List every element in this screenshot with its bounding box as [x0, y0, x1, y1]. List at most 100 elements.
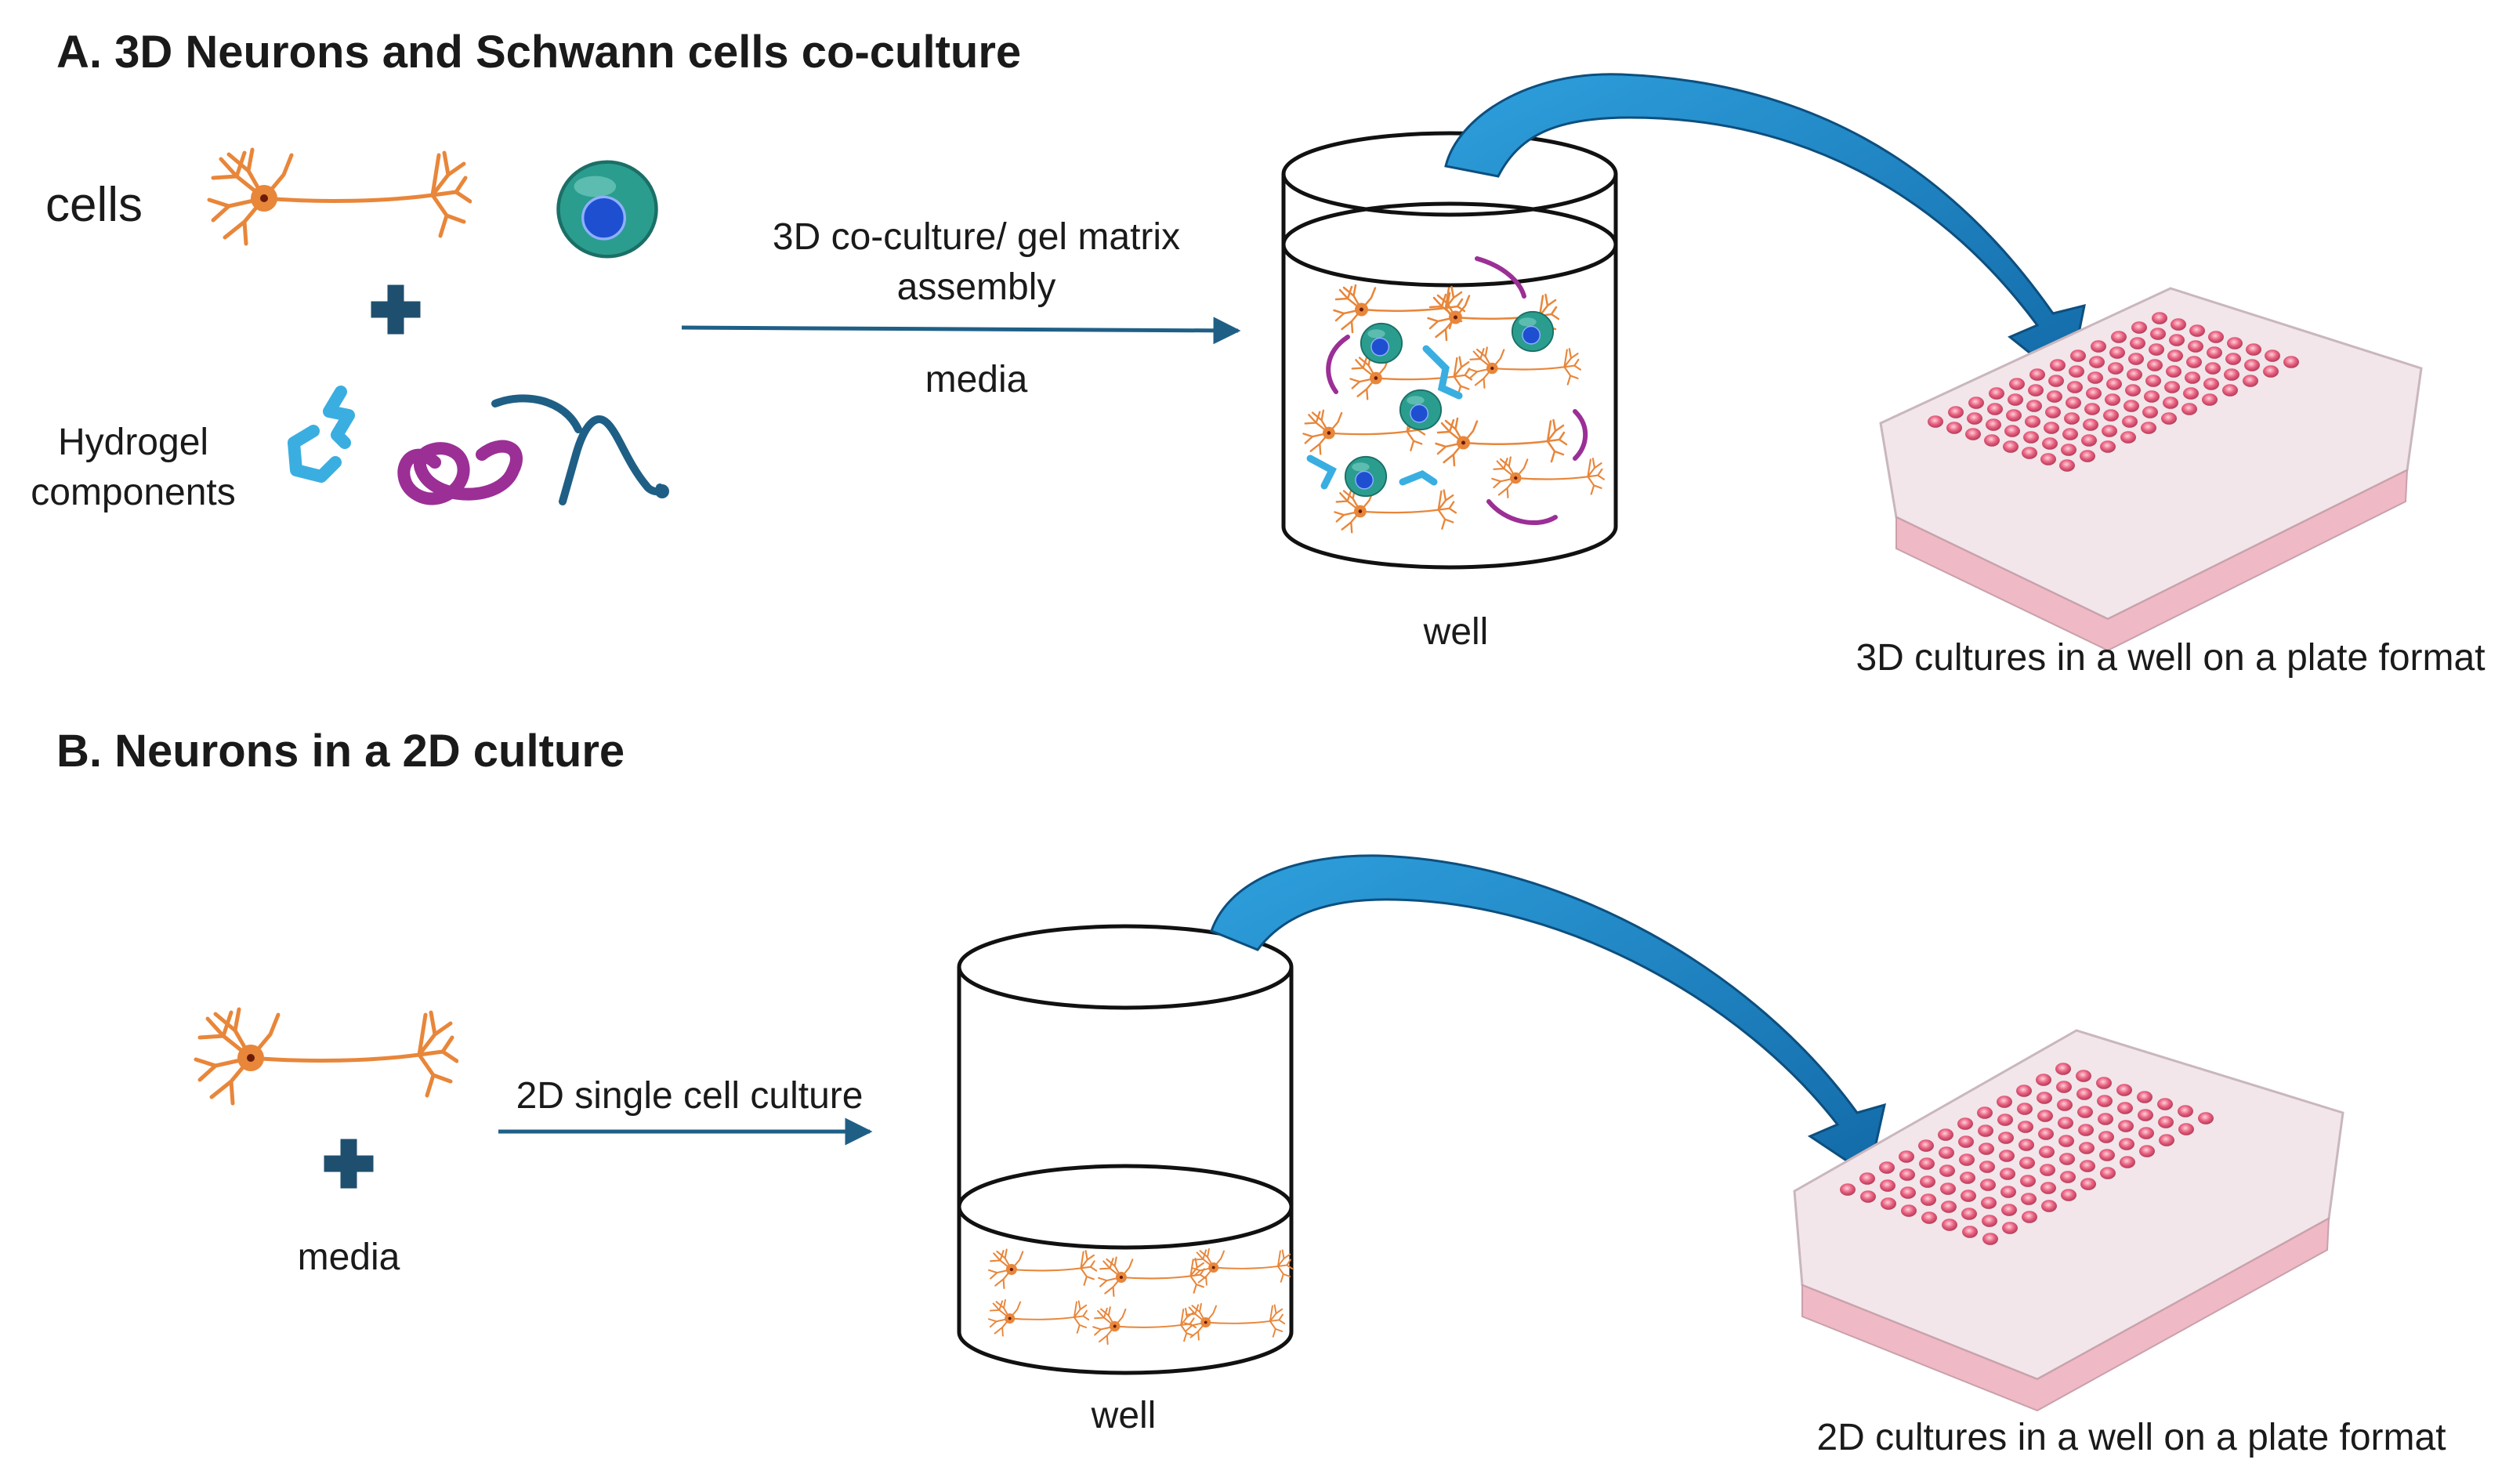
plate-well — [2103, 409, 2119, 422]
plate-well — [2116, 1084, 2132, 1096]
plate-well — [2157, 1098, 2173, 1110]
plate-well — [2038, 1128, 2054, 1140]
hydrogel-label-line1: Hydrogel — [58, 422, 208, 463]
plate-well — [2100, 1167, 2116, 1179]
plate-well — [2139, 1145, 2155, 1157]
plate-well — [1981, 1197, 1997, 1209]
well-contents-2d — [987, 1248, 1293, 1345]
plate-well — [2047, 390, 2062, 403]
plate-well — [2004, 425, 2020, 437]
plate-well — [1921, 1211, 1937, 1224]
plate-well — [2064, 412, 2080, 425]
plate-well — [2205, 362, 2221, 375]
plate-well — [1961, 1208, 1977, 1220]
plate-well — [2058, 1117, 2073, 1129]
plate-well — [1899, 1168, 1915, 1181]
plate-well — [2138, 1109, 2153, 1121]
plate-well — [2263, 365, 2279, 378]
plate-well — [1938, 1128, 1953, 1141]
plate-well — [2198, 1112, 2214, 1125]
plate-well — [2185, 371, 2200, 384]
plate-well — [2163, 397, 2178, 409]
plate-well — [1965, 428, 1981, 440]
plate-well — [2017, 1103, 2033, 1115]
plate-well — [2105, 393, 2120, 406]
plate-caption-a: 3D cultures in a well on a plate format — [1856, 637, 2485, 679]
plate-well — [2041, 1200, 2057, 1212]
plate-caption-b: 2D cultures in a well on a plate format — [1816, 1417, 2446, 1458]
plate-well — [2089, 356, 2105, 368]
plate-well — [2178, 1123, 2194, 1135]
plate-well — [2077, 1106, 2093, 1118]
plate-well — [1921, 1193, 1936, 1206]
plate-well — [1984, 434, 2000, 447]
plate-well — [2142, 406, 2158, 418]
hydrogel-label-line2: components — [31, 472, 236, 513]
plate-well — [2040, 1164, 2055, 1176]
well-icon — [1281, 131, 1618, 570]
plate-well — [2109, 346, 2125, 359]
plate-well — [1928, 415, 1943, 428]
plate-well — [2057, 1099, 2073, 1111]
plate-well — [2040, 1182, 2056, 1194]
plate-well — [2158, 1116, 2174, 1128]
plate-well — [2166, 365, 2181, 378]
plate-well — [2246, 343, 2261, 356]
plate-well — [2084, 403, 2100, 415]
plate-well — [2225, 353, 2241, 365]
plate-well — [1900, 1186, 1916, 1199]
plate-well — [1879, 1161, 1895, 1174]
plate-well — [1962, 1226, 1978, 1238]
plate-well — [2066, 397, 2081, 409]
plate-well — [2061, 1189, 2076, 1201]
plate-well — [1860, 1190, 1876, 1203]
plate-well — [1939, 1146, 1954, 1159]
plate-well — [2202, 393, 2218, 406]
plate-well — [2002, 1222, 2018, 1234]
plate-well — [1918, 1139, 1934, 1152]
plate-well — [2161, 412, 2177, 425]
plate-well — [2203, 378, 2219, 390]
plate-well — [2036, 1074, 2051, 1086]
plate-well — [1948, 406, 1964, 418]
well-plate-icon-a — [1879, 287, 2423, 652]
media-label-a: media — [925, 359, 1028, 400]
plate-well — [2069, 365, 2084, 378]
plate-well — [2018, 1121, 2033, 1133]
well-label-b: well — [1091, 1395, 1157, 1436]
plate-well — [2078, 1124, 2094, 1136]
plate-well — [2167, 349, 2183, 362]
plate-well — [2138, 1127, 2154, 1139]
plate-well — [2207, 346, 2222, 359]
plate-well — [2147, 359, 2163, 371]
plate-well — [2149, 343, 2164, 356]
plate-well — [2183, 387, 2199, 400]
plate-well — [2150, 328, 2166, 340]
arrow-b-label: 2D single cell culture — [516, 1075, 864, 1117]
plate-well — [2081, 434, 2097, 447]
plate-well — [2159, 1134, 2174, 1146]
plate-well — [2076, 1070, 2091, 1082]
plus-icon — [371, 284, 421, 335]
well-plate-icon-b — [1793, 1029, 2344, 1412]
plate-well — [1980, 1179, 1996, 1191]
plate-well — [1957, 1117, 1973, 1130]
plate-well — [2060, 1171, 2076, 1183]
plate-well — [2086, 387, 2102, 400]
plate-well — [2045, 406, 2061, 418]
plate-well — [2106, 378, 2122, 390]
plate-well — [2062, 428, 2078, 440]
plate-well — [2056, 1081, 2072, 1093]
plate-well — [2016, 1085, 2032, 1097]
plate-well — [2019, 1139, 2034, 1151]
plate-well — [2079, 1142, 2095, 1154]
plate-well — [2091, 340, 2106, 353]
plate-well — [2188, 340, 2203, 353]
schwann-cell-icon — [558, 162, 656, 257]
plate-well — [2039, 1146, 2055, 1158]
plate-well — [2006, 409, 2022, 422]
plate-well — [2070, 349, 2086, 362]
plate-well — [1978, 1125, 1993, 1137]
plate-well — [2000, 1186, 2016, 1198]
